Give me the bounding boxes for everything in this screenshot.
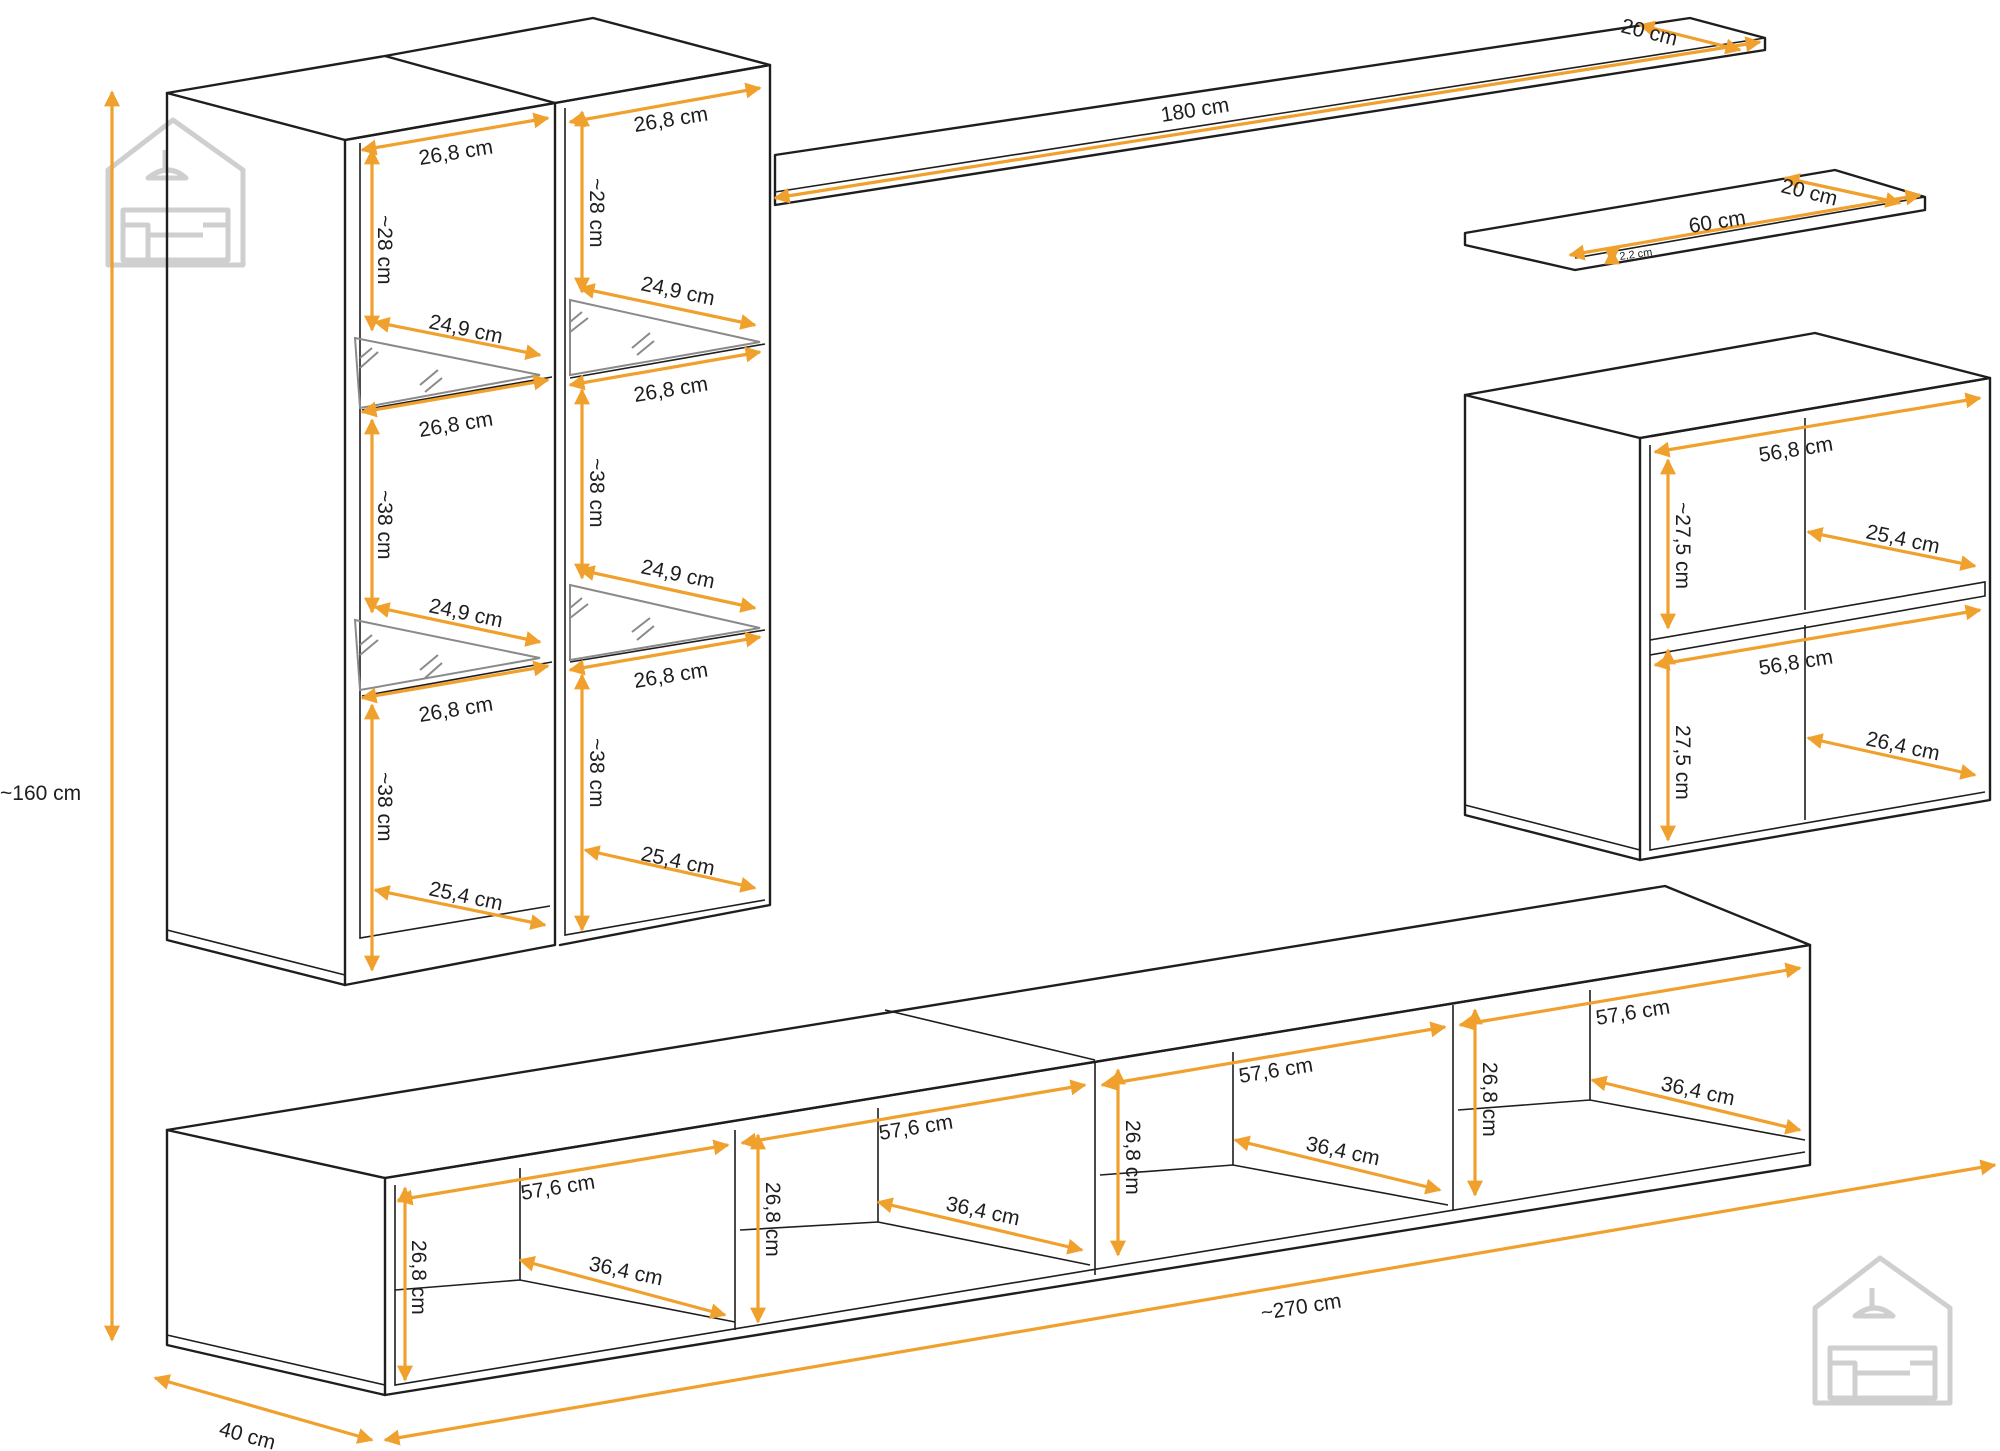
cube-cabinet <box>1463 331 1992 862</box>
tv-bay1-width-label: 57,6 cm <box>519 1171 596 1205</box>
tall-right-top-height-label: ~28 cm <box>585 178 608 247</box>
tv-bay3-height-label: 26,8 cm <box>1121 1120 1144 1195</box>
tall-left-top-height-label: ~28 cm <box>373 215 396 284</box>
tall-left-bottom-width-label: 26,8 cm <box>417 693 494 727</box>
short-shelf-thickness-label: 2,2 cm <box>1619 246 1653 262</box>
tall-right-glass2-depth-label: 24,9 cm <box>639 555 717 593</box>
tall-right-glass1-depth-label: 24,9 cm <box>639 272 717 310</box>
overall-width-label: ~270 cm <box>1259 1290 1343 1325</box>
tall-left-mid-height-label: ~38 cm <box>373 490 396 559</box>
tall-right-bottom-height-label: ~38 cm <box>585 738 608 807</box>
tall-left-top-width-label: 26,8 cm <box>417 136 494 170</box>
short-shelf-depth-label: 20 cm <box>1779 175 1840 211</box>
house-sofa-logo-icon <box>1812 1255 1953 1406</box>
cube-bottom-width-label: 56,8 cm <box>1757 646 1834 680</box>
tall-right-mid-height-label: ~38 cm <box>585 458 608 527</box>
depth-label: 40 cm <box>217 1418 278 1451</box>
tall-left-bottom-height-label: ~38 cm <box>373 772 396 841</box>
tall-right-mid-width-label: 26,8 cm <box>632 373 709 407</box>
long-shelf-length-label: 180 cm <box>1159 93 1231 126</box>
tv-bay1-height-label: 26,8 cm <box>407 1240 430 1315</box>
tv-bay1-depth-label: 36,4 cm <box>587 1252 665 1290</box>
tv-bay2-depth-label: 36,4 cm <box>944 1192 1022 1230</box>
cube-bottom-height-label: 27,5 cm <box>1671 725 1694 800</box>
tv-bay2-width-label: 57,6 cm <box>877 1111 954 1145</box>
tall-right-bottom-depth-label: 25,4 cm <box>639 842 717 880</box>
short-shelf-length-label: 60 cm <box>1687 206 1747 238</box>
tv-lowboard <box>165 884 1812 1397</box>
dimension-lines <box>104 20 1997 1446</box>
long-wall-shelf <box>773 16 1767 207</box>
tv-bay2-height-label: 26,8 cm <box>761 1182 784 1257</box>
tall-right-bottom-width-label: 26,8 cm <box>632 659 709 693</box>
cube-top-height-label: ~27,5 cm <box>1671 502 1694 589</box>
overall-height-label: ~160 cm <box>0 782 81 805</box>
tall-left-glass1-depth-label: 24,9 cm <box>427 310 505 348</box>
tv-bay4-height-label: 26,8 cm <box>1478 1062 1501 1137</box>
cube-top-width-label: 56,8 cm <box>1757 433 1834 467</box>
house-sofa-logo-icon <box>105 117 246 268</box>
tall-left-mid-width-label: 26,8 cm <box>417 408 494 442</box>
tall-cabinet-left <box>165 54 557 987</box>
